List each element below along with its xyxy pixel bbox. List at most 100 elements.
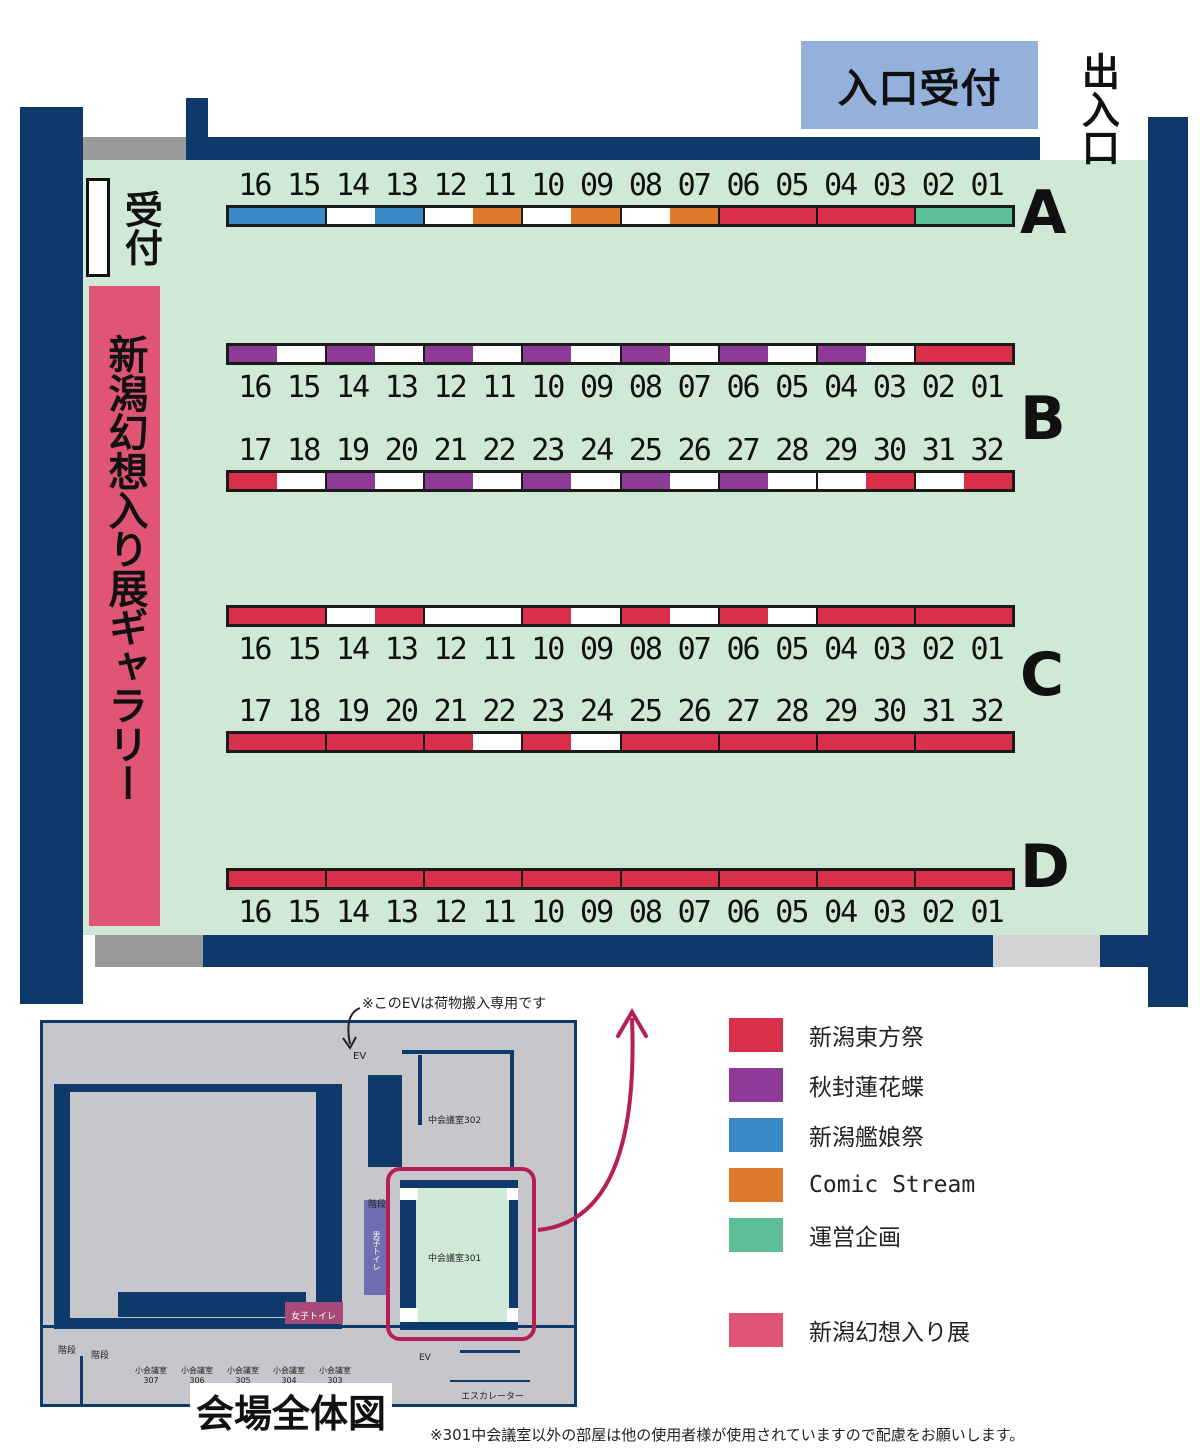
seat[interactable] <box>669 473 718 489</box>
seat[interactable] <box>229 473 278 489</box>
seat[interactable] <box>865 208 914 224</box>
seat[interactable] <box>375 473 424 489</box>
seat[interactable] <box>669 608 718 624</box>
seat[interactable] <box>669 871 718 887</box>
seat[interactable] <box>817 346 866 362</box>
seat[interactable] <box>229 608 278 624</box>
seat[interactable] <box>425 608 474 624</box>
seat-number: 16 <box>238 168 272 203</box>
seat[interactable] <box>523 608 572 624</box>
seat[interactable] <box>277 734 326 750</box>
seat[interactable] <box>473 734 522 750</box>
seat[interactable] <box>963 608 1012 624</box>
seat[interactable] <box>963 208 1012 224</box>
seat[interactable] <box>817 871 866 887</box>
seat[interactable] <box>915 473 964 489</box>
seat[interactable] <box>669 734 718 750</box>
seat[interactable] <box>669 346 718 362</box>
seat[interactable] <box>523 208 572 224</box>
seat[interactable] <box>915 346 964 362</box>
seat[interactable] <box>375 346 424 362</box>
seat[interactable] <box>327 473 376 489</box>
seat[interactable] <box>277 208 326 224</box>
seat[interactable] <box>865 346 914 362</box>
seat[interactable] <box>571 346 620 362</box>
seat[interactable] <box>621 734 670 750</box>
seat[interactable] <box>375 208 424 224</box>
seat[interactable] <box>375 734 424 750</box>
seat[interactable] <box>425 346 474 362</box>
seat[interactable] <box>915 734 964 750</box>
seat[interactable] <box>571 473 620 489</box>
seat[interactable] <box>375 871 424 887</box>
seat[interactable] <box>963 346 1012 362</box>
seat[interactable] <box>865 734 914 750</box>
seat[interactable] <box>719 871 768 887</box>
seat[interactable] <box>375 608 424 624</box>
seat[interactable] <box>327 346 376 362</box>
seat[interactable] <box>865 473 914 489</box>
seat[interactable] <box>473 608 522 624</box>
seat[interactable] <box>621 608 670 624</box>
seat[interactable] <box>621 208 670 224</box>
legend-label: Comic Stream <box>809 1172 976 1198</box>
seat[interactable] <box>767 208 816 224</box>
seat[interactable] <box>473 473 522 489</box>
seat[interactable] <box>963 734 1012 750</box>
seat[interactable] <box>425 473 474 489</box>
seat[interactable] <box>963 473 1012 489</box>
seat[interactable] <box>425 208 474 224</box>
seat[interactable] <box>719 608 768 624</box>
seat[interactable] <box>523 871 572 887</box>
seat-number: 27 <box>726 694 760 729</box>
seat[interactable] <box>719 473 768 489</box>
seat[interactable] <box>621 473 670 489</box>
seat[interactable] <box>327 871 376 887</box>
seat[interactable] <box>817 734 866 750</box>
seat[interactable] <box>865 608 914 624</box>
seat[interactable] <box>767 473 816 489</box>
seat[interactable] <box>327 608 376 624</box>
seat[interactable] <box>767 734 816 750</box>
seat[interactable] <box>473 346 522 362</box>
seat[interactable] <box>277 871 326 887</box>
seat[interactable] <box>621 871 670 887</box>
seat[interactable] <box>963 871 1012 887</box>
seat[interactable] <box>473 208 522 224</box>
seat[interactable] <box>229 208 278 224</box>
seat[interactable] <box>915 608 964 624</box>
seat[interactable] <box>523 473 572 489</box>
seat[interactable] <box>571 871 620 887</box>
seat[interactable] <box>719 346 768 362</box>
seat[interactable] <box>817 208 866 224</box>
seat[interactable] <box>523 346 572 362</box>
seat[interactable] <box>817 473 866 489</box>
seat[interactable] <box>719 208 768 224</box>
seat[interactable] <box>327 734 376 750</box>
seat[interactable] <box>327 208 376 224</box>
seat[interactable] <box>277 608 326 624</box>
seat[interactable] <box>229 734 278 750</box>
seat[interactable] <box>425 871 474 887</box>
seat[interactable] <box>767 346 816 362</box>
seat[interactable] <box>571 208 620 224</box>
seat[interactable] <box>523 734 572 750</box>
seat[interactable] <box>425 734 474 750</box>
seat[interactable] <box>817 608 866 624</box>
seat[interactable] <box>277 473 326 489</box>
seat[interactable] <box>277 346 326 362</box>
seat[interactable] <box>229 871 278 887</box>
seat[interactable] <box>473 871 522 887</box>
seat[interactable] <box>915 208 964 224</box>
seat[interactable] <box>571 608 620 624</box>
seat[interactable] <box>669 208 718 224</box>
seat[interactable] <box>571 734 620 750</box>
seat[interactable] <box>719 734 768 750</box>
seat[interactable] <box>865 871 914 887</box>
seat[interactable] <box>915 871 964 887</box>
seat[interactable] <box>229 346 278 362</box>
seat[interactable] <box>767 608 816 624</box>
seat[interactable] <box>767 871 816 887</box>
seat[interactable] <box>621 346 670 362</box>
